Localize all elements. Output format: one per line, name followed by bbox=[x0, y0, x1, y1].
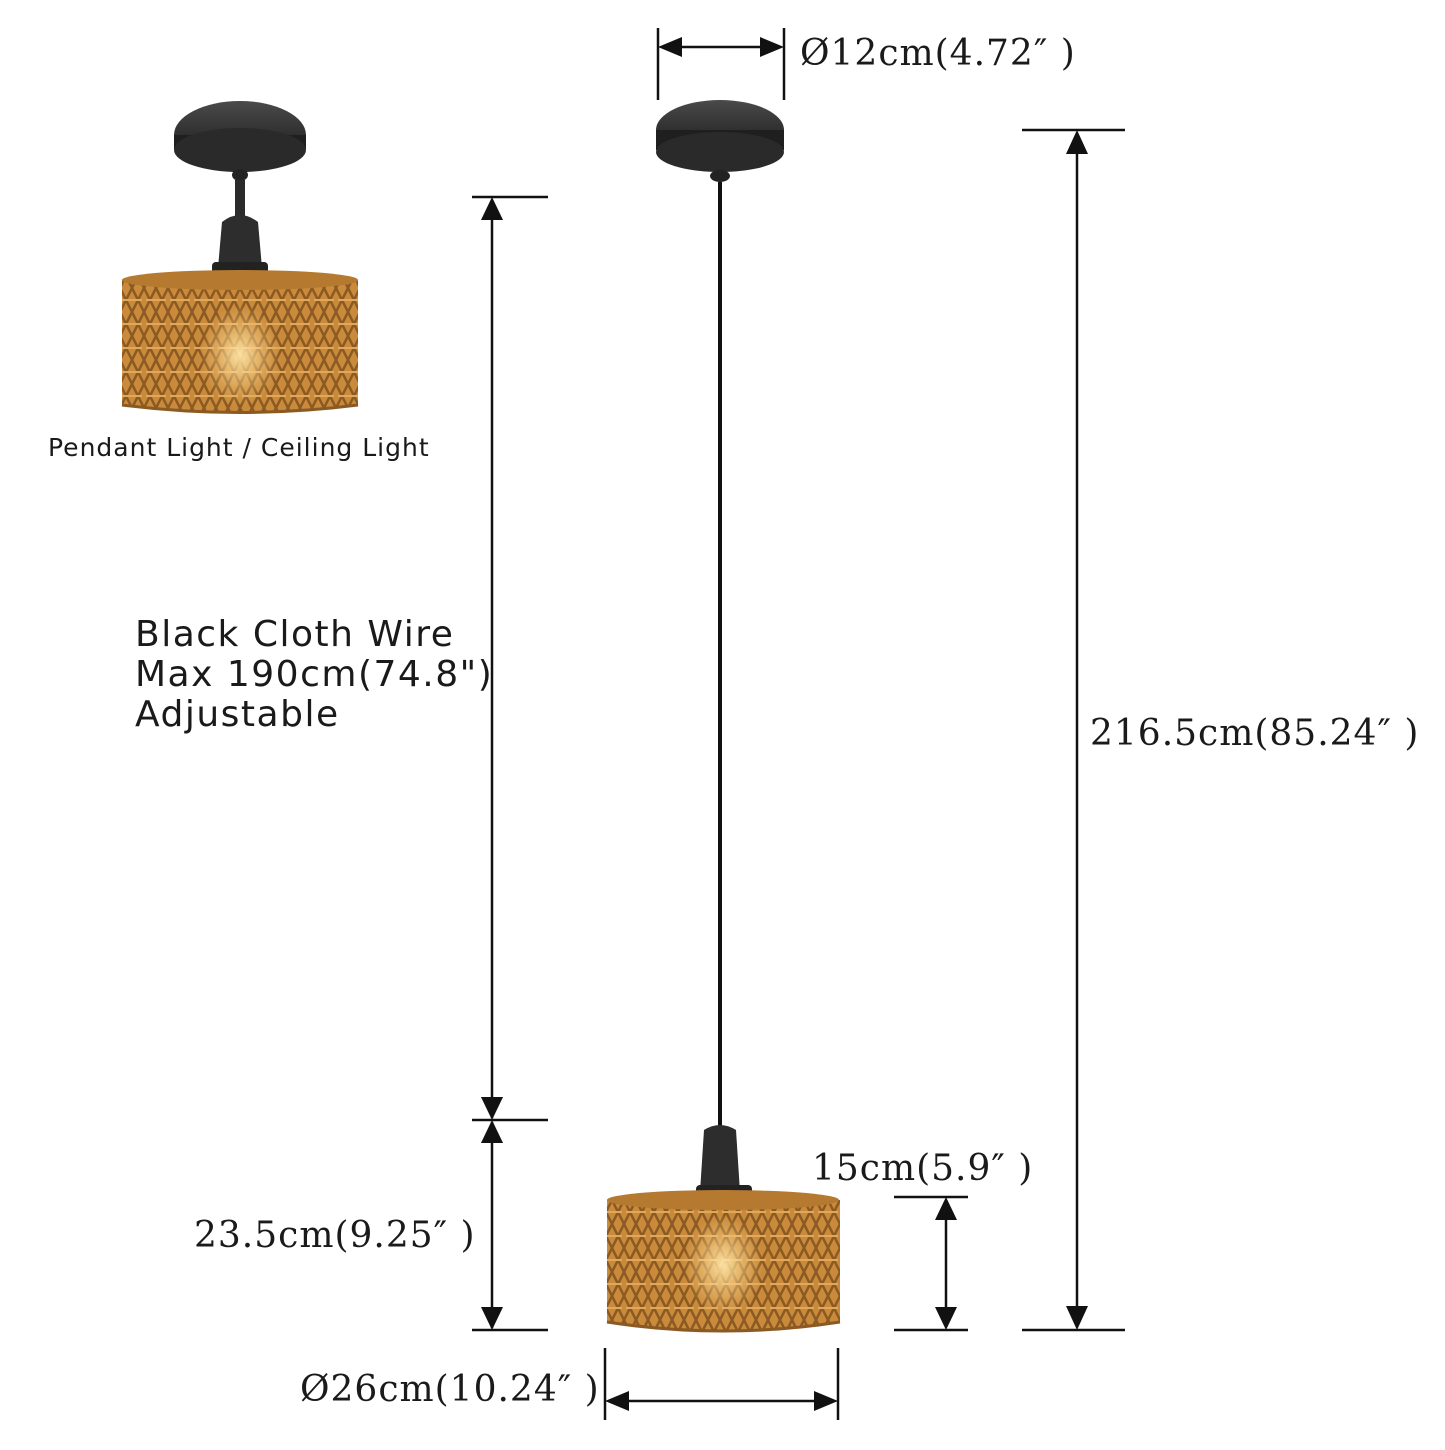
shade-height-dimension bbox=[894, 1195, 968, 1332]
fixture-height-label: 23.5cm(9.25″ ) bbox=[194, 1215, 476, 1256]
product-caption: Pendant Light / Ceiling Light bbox=[48, 433, 430, 462]
wire-label-line2: Max 190cm(74.8") bbox=[135, 654, 494, 695]
shade-height-label: 15cm(5.9″ ) bbox=[812, 1148, 1034, 1189]
rattan-shade-icon bbox=[121, 270, 359, 414]
product-thumbnail bbox=[121, 101, 359, 414]
wire-label-line1: Black Cloth Wire bbox=[135, 614, 455, 655]
canopy-diameter-label: Ø12cm(4.72″ ) bbox=[800, 33, 1076, 74]
rattan-shade-main-icon bbox=[606, 1190, 841, 1333]
shade-diameter-label: Ø26cm(10.24″ ) bbox=[300, 1369, 600, 1410]
canopy-width-dimension bbox=[656, 28, 786, 100]
wire-label-line3: Adjustable bbox=[135, 694, 340, 735]
pendant-fixture bbox=[606, 100, 841, 1333]
socket-icon bbox=[212, 180, 268, 274]
canopy-main-icon bbox=[656, 100, 784, 182]
socket-main-icon bbox=[696, 1125, 752, 1197]
shade-diameter-dimension bbox=[603, 1348, 840, 1420]
total-height-label: 216.5cm(85.24″ ) bbox=[1090, 713, 1420, 754]
fixture-height-dimension bbox=[472, 1118, 548, 1332]
canopy-icon bbox=[174, 101, 306, 181]
wire-length-dimension bbox=[472, 195, 548, 1120]
dimension-lines bbox=[472, 28, 1125, 1420]
total-height-dimension bbox=[1022, 128, 1125, 1332]
